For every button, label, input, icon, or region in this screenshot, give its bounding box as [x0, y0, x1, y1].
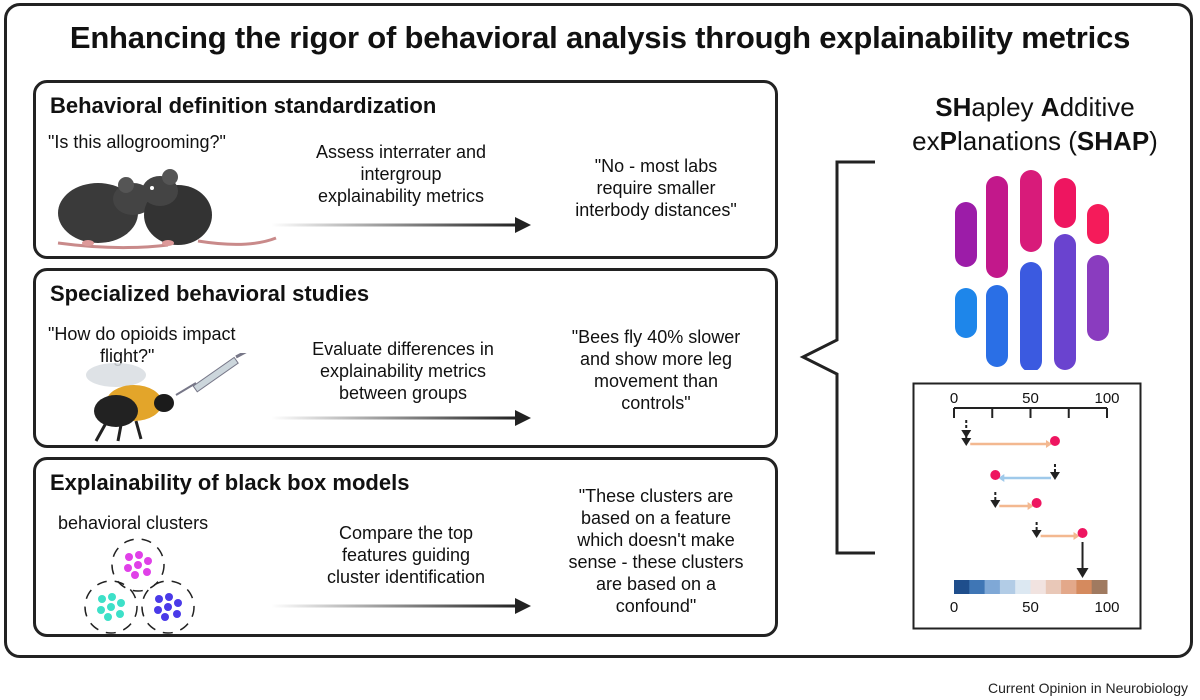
- shap-title: SHapley Additive exPlanations (SHAP): [905, 90, 1165, 158]
- waterfall-step: [990, 464, 1060, 482]
- shap-title-part: A: [1040, 92, 1060, 122]
- final-marker: [1076, 568, 1089, 578]
- colorbar-cell: [969, 580, 986, 594]
- shap-logo-bar: [1087, 255, 1109, 341]
- panel-title: Behavioral definition standardization: [50, 93, 437, 118]
- shap-logo-bar: [955, 202, 977, 267]
- panel-title: Explainability of black box models: [50, 470, 410, 495]
- colorbar-cell: [1045, 580, 1062, 594]
- arrow-icon: [271, 410, 531, 426]
- top-axis-label: 0: [950, 390, 958, 407]
- colorbar-cell: [1076, 580, 1093, 594]
- panel-question: behavioral clusters: [58, 513, 209, 533]
- figure-title: Enhancing the rigor of behavioral analys…: [69, 20, 1131, 55]
- colorbar-cell: [1030, 580, 1047, 594]
- colorbar-cell: [999, 580, 1016, 594]
- arrow-icon: [271, 598, 531, 614]
- shap-title-part: apley: [971, 92, 1041, 122]
- shap-waterfall-plot: 0 50 100 0 50 100: [912, 382, 1142, 630]
- shap-logo-bar: [955, 288, 977, 338]
- shap-title-part: lanations (: [956, 126, 1077, 156]
- shap-logo-bar: [1087, 204, 1109, 244]
- shap-title-part: P: [939, 126, 957, 156]
- panel-specialized-studies: Specialized behavioral studies "How do o…: [33, 268, 778, 448]
- top-axis-label: 100: [1094, 390, 1119, 407]
- panel-black-box-models: Explainability of black box models behav…: [33, 457, 778, 637]
- arrow-icon: [271, 217, 531, 233]
- waterfall-step: [961, 430, 1060, 448]
- panel-title: Specialized behavioral studies: [50, 281, 370, 306]
- shap-title-part: ): [1149, 126, 1158, 156]
- colorbar-cell: [1015, 580, 1031, 594]
- shap-title-line1: SHapley Additive: [905, 90, 1165, 124]
- journal-credit: Current Opinion in Neurobiology: [988, 680, 1188, 696]
- colorbar-cell: [954, 580, 970, 594]
- colorbar-cell: [984, 580, 1001, 594]
- curly-brace: [799, 160, 875, 555]
- bee-syringe-illustration: [86, 353, 247, 442]
- figure-frame: [4, 3, 1193, 658]
- shap-title-part: SH: [935, 92, 972, 122]
- colorbar-cell: [1061, 580, 1077, 594]
- shap-logo: [955, 170, 1109, 370]
- clusters-illustration: [84, 538, 195, 634]
- cluster: [141, 580, 195, 634]
- start-marker: [961, 430, 972, 438]
- bottom-axis-label: 0: [950, 599, 958, 616]
- panel-question: "Is this allogrooming?": [48, 132, 226, 152]
- bottom-axis-label: 100: [1094, 599, 1119, 616]
- shap-logo-bar: [986, 285, 1008, 367]
- shap-logo-bar: [1054, 178, 1076, 228]
- shap-title-line2: exPlanations (SHAP): [905, 124, 1165, 158]
- shap-logo-bar: [1020, 262, 1042, 370]
- shap-logo-bar: [1054, 234, 1076, 370]
- waterfall-step: [1031, 522, 1088, 540]
- cluster: [111, 538, 165, 592]
- mice-illustration: [57, 169, 277, 250]
- shap-logo-bar: [986, 176, 1008, 278]
- colorbar-cell: [1091, 580, 1108, 594]
- shap-title-part: ex: [912, 126, 940, 156]
- bottom-axis-label: 50: [1022, 599, 1039, 616]
- waterfall-step: [990, 492, 1042, 510]
- shap-title-part: SHAP: [1076, 126, 1150, 156]
- panel-definition-standardization: Behavioral definition standardization "I…: [33, 80, 778, 259]
- shap-logo-bar: [1020, 170, 1042, 252]
- top-axis-label: 50: [1022, 390, 1039, 407]
- shap-title-part: dditive: [1059, 92, 1135, 122]
- cluster: [84, 580, 138, 634]
